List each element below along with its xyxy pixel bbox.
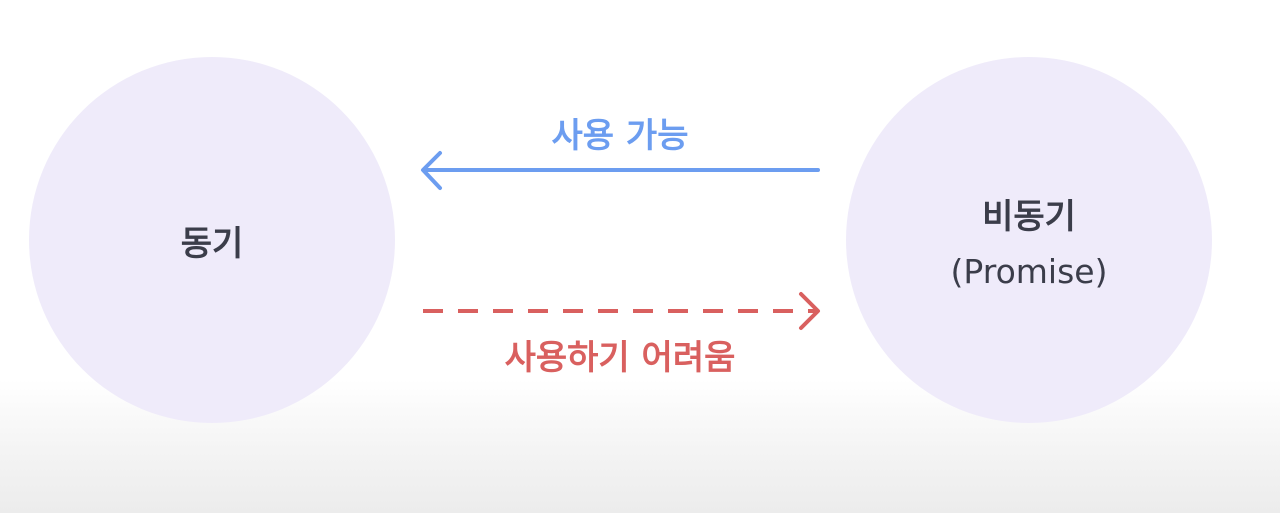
sync-node-label: 동기 xyxy=(180,223,244,264)
usable-edge-label: 사용 가능 xyxy=(551,116,689,156)
usable-arrow xyxy=(421,151,820,190)
hard-edge-label: 사용하기 어려움 xyxy=(504,338,736,378)
sync-node: 동기 xyxy=(29,57,395,423)
async-node: 비동기 (Promise) xyxy=(846,57,1212,423)
async-node-label: 비동기 xyxy=(982,197,1076,237)
async-node-sublabel: (Promise) xyxy=(950,252,1108,291)
hard-arrow xyxy=(423,292,820,330)
